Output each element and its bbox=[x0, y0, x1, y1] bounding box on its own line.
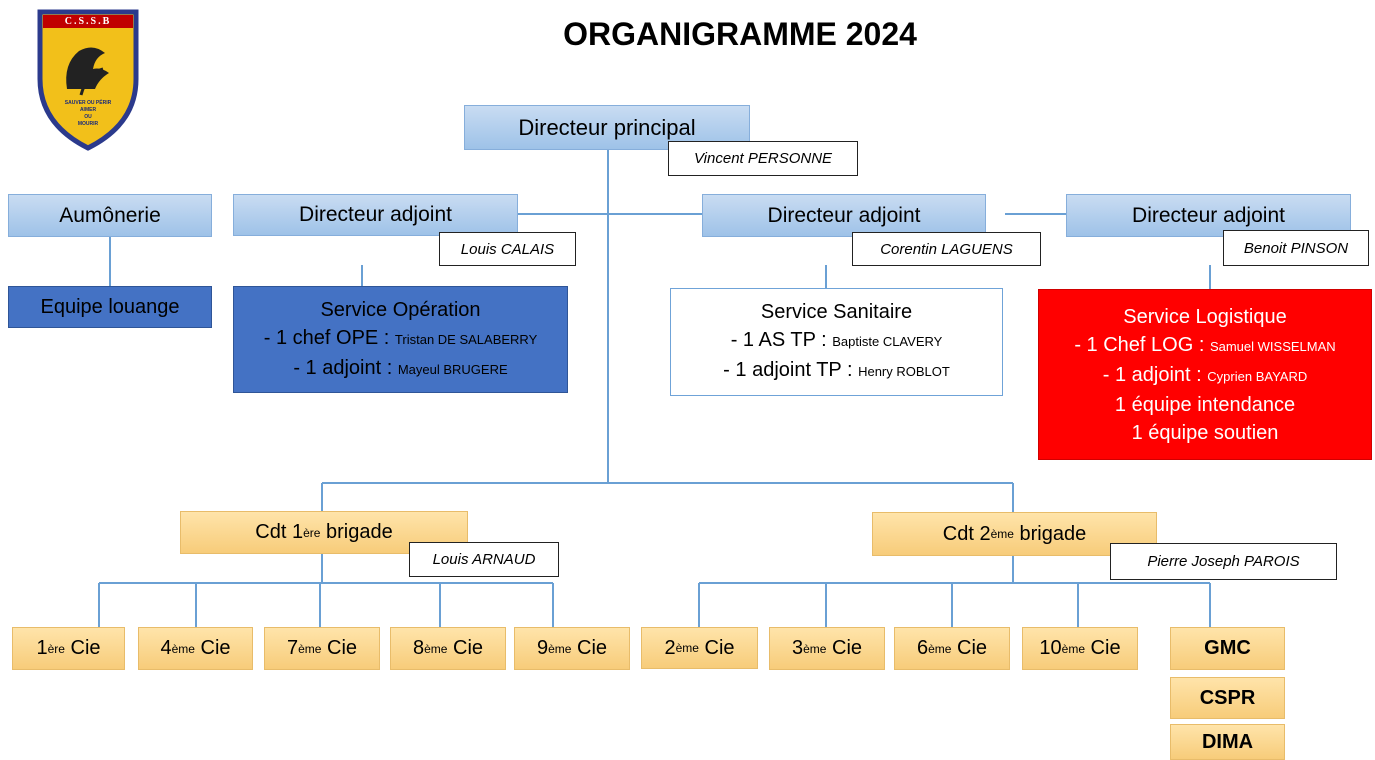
person-name: Baptiste CLAVERY bbox=[832, 334, 943, 349]
service-logistique-line: - 1 adjoint : Cyprien BAYARD bbox=[1103, 361, 1307, 391]
company-label: Cie bbox=[64, 637, 101, 659]
brigade-2-sup: ème bbox=[990, 527, 1014, 541]
person-name: Tristan DE SALABERRY bbox=[394, 331, 538, 347]
person-name: Samuel WISSELMAN bbox=[1209, 338, 1336, 354]
directeur-adjoint-2-box: Directeur adjoint bbox=[702, 194, 986, 237]
brigade-2-prefix: Cdt 2 bbox=[942, 522, 991, 545]
company-sup: ère bbox=[47, 641, 65, 656]
logo-band-text: C.S.S.B bbox=[64, 16, 112, 27]
role-label: - 1 Chef LOG : bbox=[1074, 333, 1205, 356]
company-sup: ème bbox=[803, 641, 827, 656]
company-sup: ème bbox=[928, 641, 952, 656]
directeur-adjoint-3-name: Benoit PINSON bbox=[1223, 230, 1369, 266]
company-sup: ème bbox=[548, 641, 572, 656]
brigade-1-suffix: brigade bbox=[320, 521, 393, 543]
cssb-shield-icon bbox=[37, 9, 139, 151]
company-num: 6 bbox=[916, 637, 929, 659]
unit-dima-box: DIMA bbox=[1170, 724, 1285, 760]
company-label: Cie bbox=[194, 637, 231, 659]
brigade-1-name: Louis ARNAUD bbox=[409, 542, 559, 577]
company-num: 8 bbox=[412, 637, 425, 659]
company-label: Cie bbox=[1085, 637, 1121, 659]
company-num: 4 bbox=[160, 637, 172, 659]
service-operation-line: - 1 adjoint : Mayeul BRUGERE bbox=[293, 354, 507, 384]
director-principal-name: Vincent PERSONNE bbox=[668, 141, 858, 176]
service-operation-title: Service Opération bbox=[320, 298, 481, 321]
company-sup: ème bbox=[171, 641, 195, 656]
unit-cspr-box: CSPR bbox=[1170, 677, 1285, 719]
company-label: Cie bbox=[321, 637, 358, 659]
service-logistique-box: Service Logistique - 1 Chef LOG : Samuel… bbox=[1038, 289, 1372, 460]
role-label: - 1 adjoint TP : bbox=[723, 359, 853, 381]
service-operation-line: - 1 chef OPE : Tristan DE SALABERRY bbox=[264, 324, 538, 354]
role-label: - 1 AS TP : bbox=[730, 329, 827, 351]
service-operation-box: Service Opération - 1 chef OPE : Tristan… bbox=[233, 286, 568, 393]
logo-motto-line: OU bbox=[84, 114, 92, 120]
company-label: Cie bbox=[447, 637, 484, 659]
role-label: - 1 adjoint : bbox=[1102, 363, 1202, 386]
service-logistique-line: 1 équipe intendance bbox=[1114, 393, 1296, 416]
service-sanitaire-line: - 1 AS TP : Baptiste CLAVERY bbox=[731, 326, 943, 356]
logo-motto: SAUVER OU PÉRIR AIMER OU MOURIR bbox=[53, 100, 123, 128]
service-sanitaire-box: Service Sanitaire - 1 AS TP : Baptiste C… bbox=[670, 288, 1003, 396]
page-title: ORGANIGRAMME 2024 bbox=[563, 16, 917, 52]
company-label: Cie bbox=[951, 637, 988, 659]
company-num: 3 bbox=[791, 637, 804, 659]
company-num: 9 bbox=[536, 637, 549, 659]
logo-motto-line: MOURIR bbox=[77, 121, 99, 127]
person-name: Cyprien BAYARD bbox=[1207, 368, 1308, 384]
service-logistique-title: Service Logistique bbox=[1123, 305, 1287, 328]
company-sup: ème bbox=[1061, 641, 1085, 656]
service-logistique-line: - 1 Chef LOG : Samuel WISSELMAN bbox=[1074, 331, 1335, 361]
person-name: Mayeul BRUGERE bbox=[397, 361, 508, 377]
logo-motto-line: SAUVER OU PÉRIR bbox=[64, 100, 112, 106]
brigade-2-name: Pierre Joseph PAROIS bbox=[1110, 543, 1337, 580]
company-num: 7 bbox=[286, 637, 299, 659]
company-sup: ème bbox=[424, 641, 448, 656]
role-label: - 1 adjoint : bbox=[293, 356, 393, 379]
directeur-adjoint-1-box: Directeur adjoint bbox=[233, 194, 518, 236]
person-name: Henry ROBLOT bbox=[858, 364, 950, 379]
directeur-adjoint-3-box: Directeur adjoint bbox=[1066, 194, 1351, 237]
aumonerie-box: Aumônerie bbox=[8, 194, 212, 237]
service-sanitaire-title: Service Sanitaire bbox=[760, 301, 913, 323]
company-label: Cie bbox=[571, 637, 608, 659]
company-num: 1 bbox=[36, 637, 48, 659]
service-sanitaire-line: - 1 adjoint TP : Henry ROBLOT bbox=[723, 356, 950, 386]
service-logistique-line: 1 équipe soutien bbox=[1131, 421, 1279, 444]
logo-motto-line: AIMER bbox=[79, 107, 97, 113]
company-label: Cie bbox=[826, 637, 863, 659]
brigade-1-prefix: Cdt 1 bbox=[255, 521, 304, 543]
brigade-2-suffix: brigade bbox=[1013, 522, 1087, 545]
equipe-louange-box: Equipe louange bbox=[8, 286, 212, 328]
directeur-adjoint-1-name: Louis CALAIS bbox=[439, 232, 576, 266]
company-num: 2 bbox=[664, 636, 676, 659]
company-label: Cie bbox=[698, 636, 735, 659]
cssb-logo: C.S.S.B SAUVER OU PÉRIR AIMER OU MOURIR bbox=[37, 9, 139, 151]
brigade-1-sup: ère bbox=[303, 525, 321, 540]
role-label: - 1 chef OPE : bbox=[263, 326, 390, 349]
directeur-adjoint-2-name: Corentin LAGUENS bbox=[852, 232, 1041, 266]
company-num: 10 bbox=[1039, 637, 1062, 659]
company-sup: ème bbox=[298, 641, 322, 656]
company-sup: ème bbox=[675, 641, 699, 655]
unit-gmc-box: GMC bbox=[1170, 627, 1285, 670]
